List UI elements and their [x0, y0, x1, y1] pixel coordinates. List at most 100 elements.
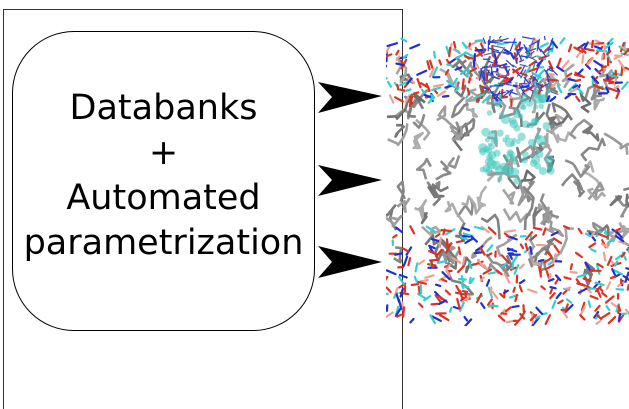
- headgroup-atom: [561, 38, 565, 43]
- headgroup-atom: [546, 315, 550, 324]
- headgroup-atom: [487, 280, 489, 286]
- headgroup-atom: [425, 275, 433, 277]
- headgroup-atom: [565, 277, 571, 279]
- headgroup-atom: [602, 293, 606, 296]
- headgroup-atom: [397, 294, 400, 302]
- headgroup-atom: [563, 291, 566, 294]
- headgroup-atom: [399, 277, 404, 284]
- lipid-tail: [582, 139, 605, 161]
- headgroup-atom: [602, 313, 610, 318]
- headgroup-atom: [569, 45, 571, 51]
- headgroup-atom: [471, 42, 477, 45]
- lipid-tail: [413, 133, 423, 148]
- protein-blob: [502, 137, 507, 142]
- headgroup-atom: [462, 276, 463, 282]
- headgroup-atom: [567, 74, 571, 77]
- headgroup-atom: [610, 261, 614, 264]
- headgroup-atom: [458, 266, 464, 272]
- protein-blob: [486, 148, 492, 154]
- headgroup-atom: [454, 307, 459, 309]
- headgroup-atom: [505, 230, 515, 232]
- headgroup-atom: [419, 287, 420, 294]
- headgroup-atom: [474, 61, 475, 67]
- headgroup-atom: [534, 228, 541, 230]
- protein-blob: [539, 167, 547, 175]
- ligand-bond: [499, 36, 503, 38]
- protein-blob: [522, 151, 529, 158]
- headgroup-atom: [579, 70, 583, 74]
- headgroup-atom: [456, 83, 457, 87]
- headgroup-atom: [457, 241, 463, 242]
- headgroup-atom: [488, 305, 497, 306]
- protein-blob: [487, 110, 493, 116]
- protein-blob: [522, 120, 530, 128]
- headgroup-atom: [400, 90, 404, 91]
- headgroup-atom: [403, 249, 408, 252]
- headgroup-atom: [456, 53, 464, 58]
- protein-blob: [538, 104, 544, 110]
- headgroup-atom: [543, 228, 545, 234]
- headgroup-atom: [499, 316, 505, 321]
- protein-blob: [497, 130, 504, 137]
- headgroup-atom: [571, 272, 577, 273]
- protein-blob: [520, 97, 527, 104]
- headgroup-atom: [589, 243, 595, 247]
- headgroup-atom: [602, 66, 606, 67]
- headgroup-atom: [481, 303, 484, 308]
- headgroup-atom: [476, 40, 483, 41]
- headgroup-atom: [430, 61, 432, 68]
- protein-blob: [492, 161, 501, 170]
- headgroup-atom: [460, 303, 464, 311]
- headgroup-atom: [396, 51, 398, 55]
- headgroup-atom: [404, 257, 407, 266]
- headgroup-atom: [596, 41, 600, 43]
- lipid-tail: [437, 107, 454, 127]
- protein-blob: [521, 104, 527, 110]
- headgroup-atom: [512, 261, 513, 268]
- ligand-bond: [489, 36, 490, 45]
- headgroup-atom: [386, 78, 387, 80]
- headgroup-atom: [465, 56, 469, 59]
- headgroup-atom: [410, 319, 413, 322]
- headgroup-atom: [388, 82, 391, 87]
- headgroup-atom: [445, 86, 452, 88]
- headgroup-atom: [436, 285, 440, 286]
- headgroup-atom: [576, 80, 581, 81]
- headgroup-atom: [566, 95, 571, 99]
- headgroup-atom: [554, 238, 561, 243]
- headgroup-atom: [439, 60, 441, 64]
- headgroup-atom: [505, 233, 509, 236]
- lipid-tail: [417, 159, 431, 179]
- protein-blob: [513, 112, 519, 118]
- lipid-tail: [623, 173, 629, 190]
- protein-blob: [497, 176, 502, 181]
- lipid-bilayer-image: [386, 36, 629, 326]
- protein-blob: [536, 135, 546, 145]
- protein-blob: [545, 155, 554, 164]
- headgroup-atom: [530, 247, 531, 254]
- headgroup-atom: [397, 315, 401, 317]
- headgroup-atom: [619, 314, 620, 321]
- headgroup-atom: [592, 41, 593, 47]
- headgroup-atom: [619, 60, 622, 64]
- headgroup-atom: [598, 70, 602, 73]
- headgroup-atom: [566, 288, 570, 289]
- headgroup-atom: [465, 317, 468, 320]
- headgroup-atom: [432, 88, 440, 90]
- arrow-middle: [318, 165, 382, 196]
- headgroup-atom: [386, 313, 393, 318]
- headgroup-atom: [506, 307, 511, 311]
- headgroup-atom: [550, 289, 552, 293]
- headgroup-atom: [615, 57, 620, 59]
- headgroup-atom: [393, 235, 396, 237]
- protein-blob: [531, 155, 540, 164]
- protein-blob: [543, 122, 551, 130]
- headgroup-atom: [488, 300, 492, 305]
- lipid-tail: [449, 156, 460, 168]
- headgroup-atom: [390, 95, 393, 102]
- protein-blob: [479, 148, 487, 156]
- headgroup-atom: [470, 278, 471, 283]
- headgroup-atom: [533, 264, 537, 265]
- headgroup-atom: [520, 286, 522, 291]
- headgroup-atom: [443, 96, 448, 97]
